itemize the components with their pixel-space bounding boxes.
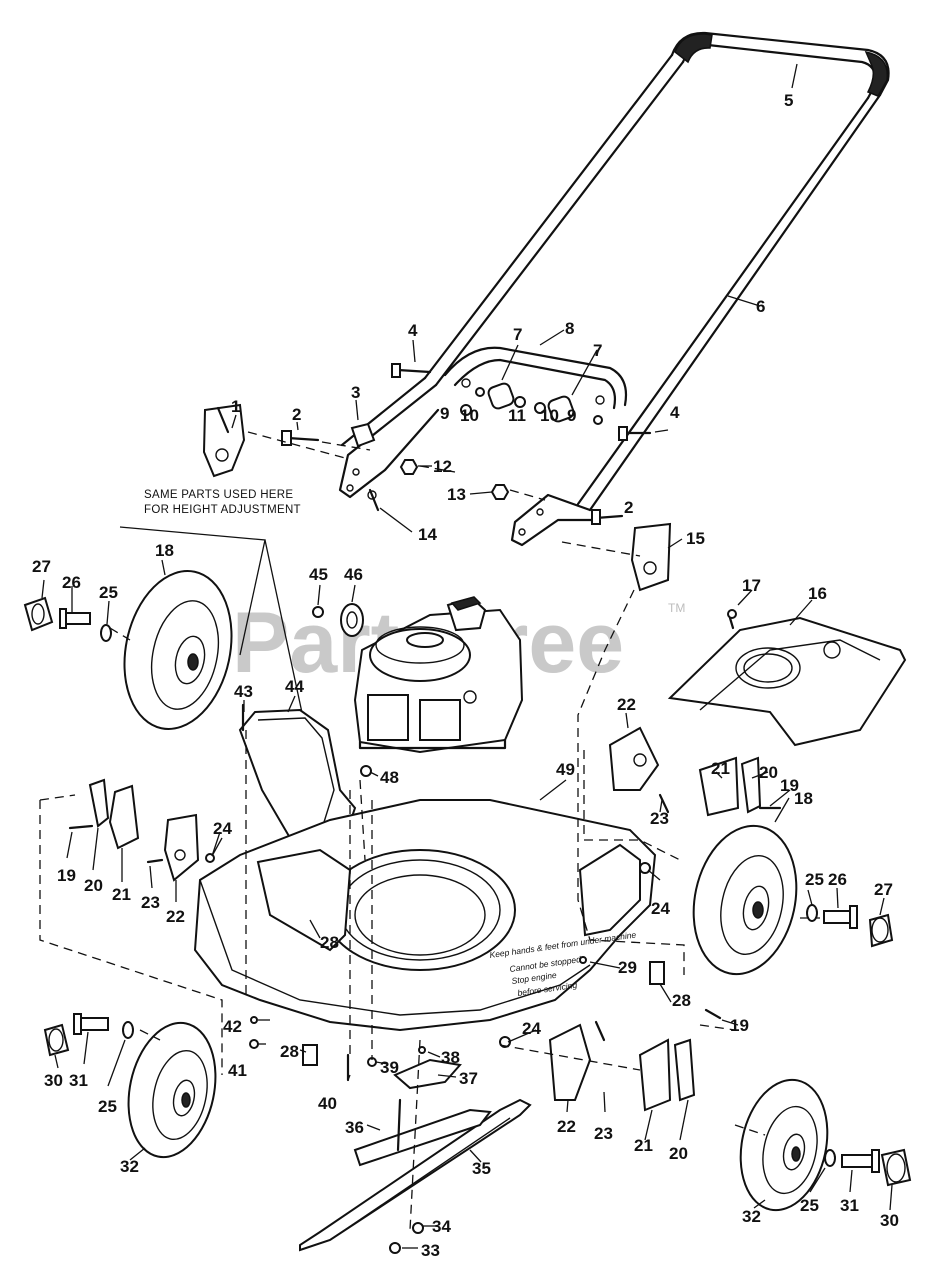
- callout-7: 7: [513, 325, 522, 344]
- callout-25: 25: [805, 870, 824, 889]
- callout-24: 24: [213, 819, 232, 838]
- mower-deck: Keep hands & feet from under machine Can…: [193, 799, 657, 1032]
- callout-18: 18: [155, 541, 174, 560]
- callout-44: 44: [285, 677, 304, 696]
- rear-cover: [667, 609, 907, 747]
- callout-23: 23: [141, 893, 160, 912]
- handle-hardware: [281, 363, 652, 525]
- callout-39: 39: [380, 1058, 399, 1077]
- callout-45: 45: [309, 565, 328, 584]
- callout-48: 48: [380, 768, 399, 787]
- callout-2: 2: [624, 498, 633, 517]
- callout-20: 20: [759, 763, 778, 782]
- callout-42: 42: [223, 1017, 242, 1036]
- callout-11: 11: [508, 406, 526, 425]
- height-adjust-note: SAME PARTS USED HERE FOR HEIGHT ADJUSTME…: [119, 489, 326, 821]
- callout-12: 12: [433, 457, 452, 476]
- leader-lines: [41, 63, 893, 1249]
- callout-37: 37: [459, 1069, 478, 1088]
- callout-32: 32: [742, 1207, 761, 1226]
- wheel-18-right: [692, 824, 798, 976]
- note-line-2: FOR HEIGHT ADJUSTMENT: [144, 504, 301, 516]
- callout-2: 2: [292, 405, 301, 424]
- callout-4: 4: [670, 403, 680, 422]
- callout-24: 24: [522, 1019, 541, 1038]
- callout-1: 1: [231, 397, 240, 416]
- callout-21: 21: [112, 885, 131, 904]
- callout-22: 22: [557, 1117, 576, 1136]
- callout-28: 28: [280, 1042, 299, 1061]
- callout-31: 31: [840, 1196, 859, 1215]
- callout-27: 27: [874, 880, 893, 899]
- callout-25: 25: [98, 1097, 117, 1116]
- callout-7: 7: [593, 341, 602, 360]
- callout-49: 49: [556, 760, 575, 779]
- height-adjusters: [68, 726, 782, 1112]
- watermark-trademark: TM: [668, 601, 685, 615]
- callout-14: 14: [418, 525, 437, 544]
- engine: [312, 596, 524, 777]
- callout-40: 40: [318, 1094, 337, 1113]
- callout-4: 4: [408, 321, 418, 340]
- callout-24: 24: [651, 899, 670, 918]
- callout-10: 10: [460, 406, 479, 425]
- callout-16: 16: [808, 584, 827, 603]
- wheels: [123, 570, 829, 1212]
- axle-hardware: [23, 596, 912, 1187]
- callout-46: 46: [344, 565, 363, 584]
- callout-28: 28: [672, 991, 691, 1010]
- callout-36: 36: [345, 1118, 364, 1137]
- callout-10: 10: [540, 406, 559, 425]
- callout-23: 23: [594, 1124, 613, 1143]
- callout-30: 30: [880, 1211, 899, 1230]
- callout-28: 28: [320, 933, 339, 952]
- callout-30: 30: [44, 1071, 63, 1090]
- alignment-lines: [39, 431, 820, 1231]
- handle-assembly: [338, 31, 890, 547]
- callout-21: 21: [634, 1136, 653, 1155]
- callout-32: 32: [120, 1157, 139, 1176]
- callout-9: 9: [440, 404, 449, 423]
- callout-31: 31: [69, 1071, 88, 1090]
- blade-assembly: [299, 1058, 532, 1254]
- callout-19: 19: [730, 1016, 749, 1035]
- note-line-1: SAME PARTS USED HERE: [144, 489, 293, 501]
- callout-5: 5: [784, 91, 793, 110]
- wheel-32-right: [739, 1078, 829, 1212]
- callout-18: 18: [794, 789, 813, 808]
- callout-43: 43: [234, 682, 253, 701]
- callout-13: 13: [447, 485, 466, 504]
- callout-23: 23: [650, 809, 669, 828]
- callout-27: 27: [32, 557, 51, 576]
- callout-41: 41: [228, 1061, 247, 1080]
- callout-6: 6: [756, 297, 765, 316]
- callout-19: 19: [780, 776, 799, 795]
- callout-20: 20: [84, 876, 103, 895]
- callout-33: 33: [421, 1241, 440, 1260]
- callout-26: 26: [62, 573, 81, 592]
- callout-35: 35: [472, 1159, 491, 1178]
- callout-19: 19: [57, 866, 76, 885]
- callout-22: 22: [617, 695, 636, 714]
- callout-15: 15: [686, 529, 705, 548]
- callout-21: 21: [711, 759, 730, 778]
- callout-9: 9: [567, 406, 576, 425]
- callout-8: 8: [565, 319, 574, 338]
- callout-20: 20: [669, 1144, 688, 1163]
- callout-25: 25: [99, 583, 118, 602]
- callout-29: 29: [618, 958, 637, 977]
- callout-25: 25: [800, 1196, 819, 1215]
- callout-34: 34: [432, 1217, 451, 1236]
- wheel-32-left: [127, 1021, 217, 1159]
- callout-17: 17: [742, 576, 761, 595]
- wheel-18-left: [123, 570, 233, 730]
- callout-22: 22: [166, 907, 185, 926]
- callout-26: 26: [828, 870, 847, 889]
- callout-labels: 1 2 2 3 4 4 5 6 7 7 8 9 9 10 10 11 12 13…: [32, 91, 899, 1260]
- callout-3: 3: [351, 383, 360, 402]
- callout-38: 38: [441, 1048, 460, 1067]
